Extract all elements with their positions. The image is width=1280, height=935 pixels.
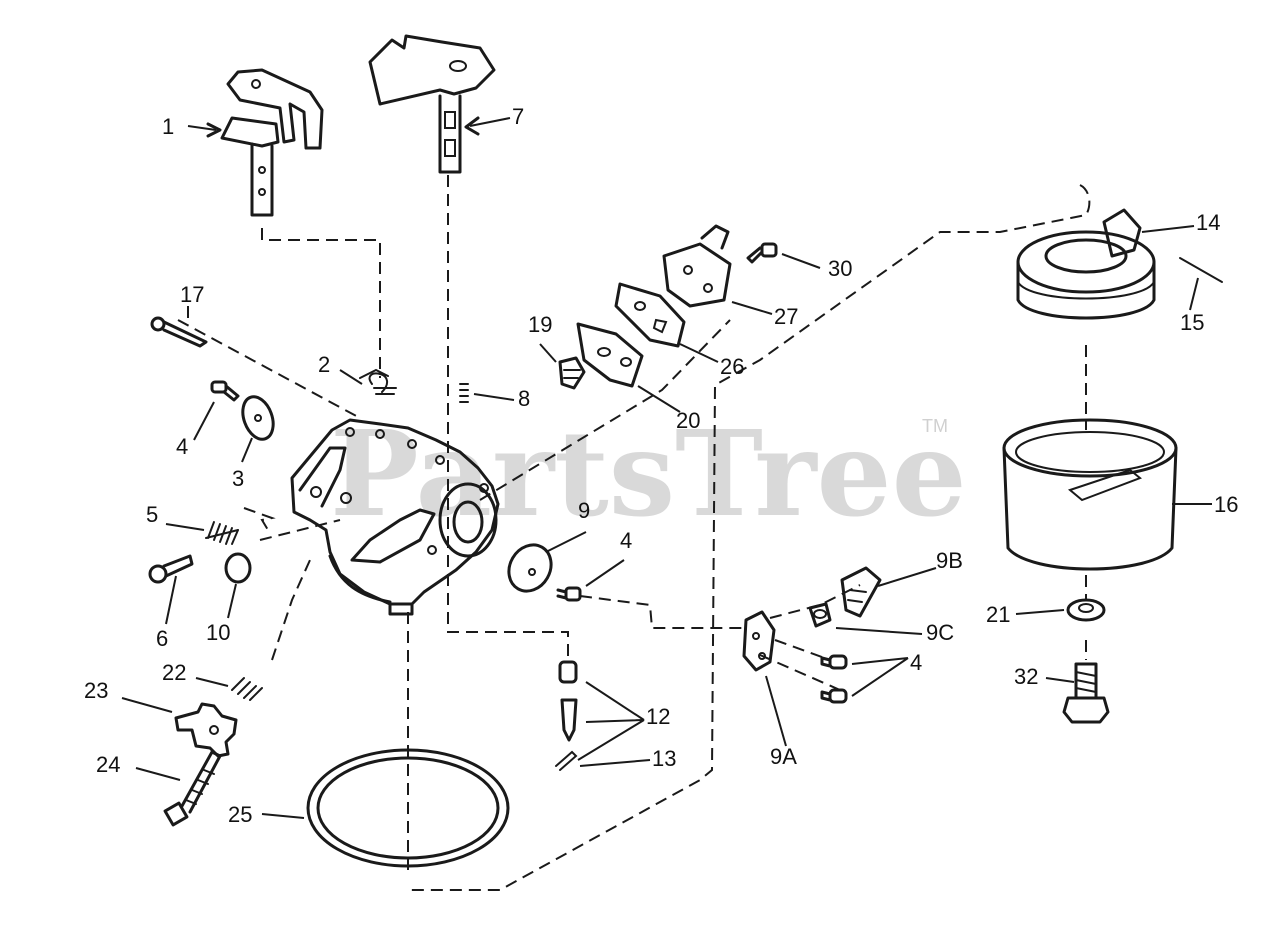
dash-plug10 (259, 519, 341, 541)
callout-26: 26 (720, 354, 744, 379)
callout-19: 19 (528, 312, 552, 337)
callout-2: 2 (318, 352, 330, 377)
leader-lines (121, 116, 1212, 819)
callout-15: 15 (1180, 310, 1204, 335)
callout-17: 17 (180, 282, 204, 307)
gasket-ring-part-25 (306, 748, 510, 868)
screw-part-30 (746, 242, 778, 264)
watermark-trademark: TM (922, 416, 948, 436)
dash-bowl-loop (408, 184, 1091, 891)
throttle-shaft-part (220, 68, 324, 217)
callout-9: 9 (578, 498, 590, 523)
drain-bolt-part-32 (1062, 662, 1110, 724)
needle-valve-part-12 (558, 660, 578, 742)
dash-throttle (261, 228, 381, 378)
plate-part-9 (507, 543, 553, 593)
callout-16: 16 (1214, 492, 1238, 517)
screw-part-6 (148, 554, 194, 584)
spring-part-22 (231, 677, 263, 701)
callout-23: 23 (84, 678, 108, 703)
callout-9b: 9B (936, 548, 963, 573)
screws-part-4-lower (820, 654, 848, 704)
callout-4-lower: 4 (910, 650, 922, 675)
callout-4-upper: 4 (176, 434, 188, 459)
pin-part-15 (1179, 257, 1223, 283)
part-9b (840, 566, 882, 618)
assembly-lines (177, 175, 1091, 891)
callout-30: 30 (828, 256, 852, 281)
callout-24: 24 (96, 752, 120, 777)
callout-labels: 1 7 17 2 4 3 8 5 6 10 22 23 24 25 9 4 12… (84, 104, 1238, 827)
dash-primer (479, 319, 731, 501)
needle-part-17 (150, 316, 208, 348)
callout-6: 6 (156, 626, 168, 651)
knob-part-23 (174, 702, 238, 758)
screw-part-24 (163, 750, 222, 827)
callout-9c: 9C (926, 620, 954, 645)
callout-5: 5 (146, 502, 158, 527)
gasket-part-20 (576, 322, 644, 388)
washer-part-21 (1066, 598, 1106, 622)
callout-13: 13 (652, 746, 676, 771)
plug-part-10 (224, 552, 252, 584)
dash-screw4c (759, 654, 841, 691)
callout-32: 32 (1014, 664, 1038, 689)
spring-part-8 (459, 383, 469, 403)
callout-1: 1 (162, 114, 174, 139)
clip-part-13 (555, 750, 578, 771)
dash-plate9 (579, 595, 745, 629)
throttle-plate-part (241, 395, 275, 441)
callout-10: 10 (206, 620, 230, 645)
spring-part-5 (205, 521, 239, 545)
dash-screw4b (774, 639, 831, 661)
callout-3: 3 (232, 466, 244, 491)
callout-20: 20 (676, 408, 700, 433)
spring-part-19 (558, 356, 586, 390)
choke-shaft-part (368, 34, 496, 174)
screw-part-4-upper (210, 380, 240, 402)
spring-part-2 (359, 368, 397, 395)
float-part-14 (1016, 208, 1156, 320)
bowl-part-16 (1002, 418, 1178, 571)
dash-9b (769, 584, 861, 619)
part-9c (808, 602, 832, 628)
callout-12: 12 (646, 704, 670, 729)
screw-part-4-middle (556, 586, 582, 602)
gasket-part-26 (614, 282, 686, 348)
dash-spring22 (271, 559, 311, 661)
primer-part-27 (662, 224, 732, 308)
dash-choke (447, 175, 569, 660)
callout-27: 27 (774, 304, 798, 329)
callout-14: 14 (1196, 210, 1220, 235)
callout-4-middle: 4 (620, 528, 632, 553)
callout-22: 22 (162, 660, 186, 685)
dash-spring5 (243, 507, 276, 531)
bracket-part-9a (742, 610, 776, 672)
callout-21: 21 (986, 602, 1010, 627)
callout-7: 7 (512, 104, 524, 129)
dash-needle17 (177, 319, 361, 419)
callout-9a: 9A (770, 744, 797, 769)
carburetor-body (290, 418, 500, 616)
callout-25: 25 (228, 802, 252, 827)
watermark-text: PartsTree (330, 404, 967, 543)
callout-8: 8 (518, 386, 530, 411)
